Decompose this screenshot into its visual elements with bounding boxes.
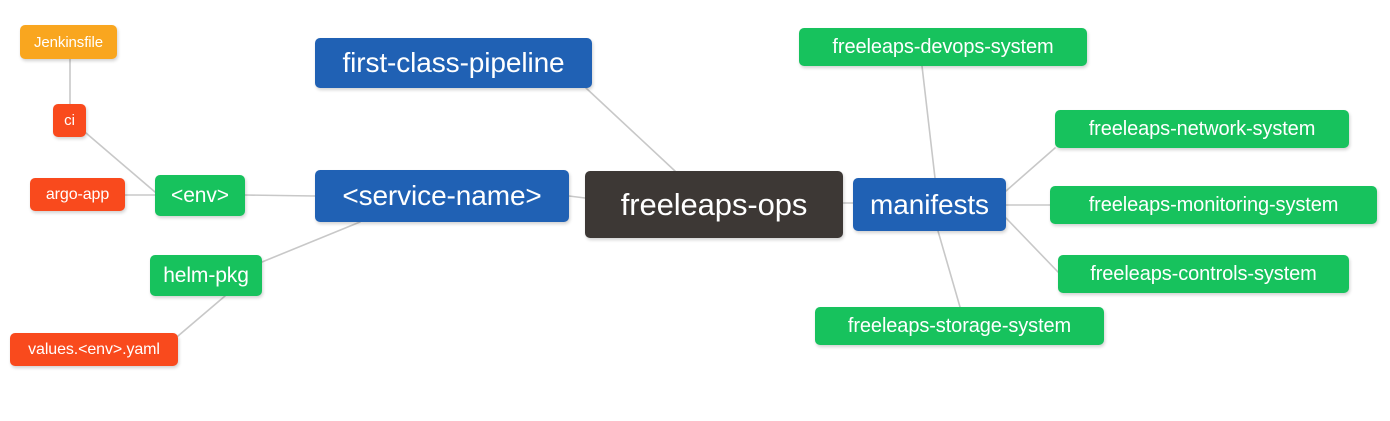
node-ci[interactable]: ci — [53, 104, 86, 137]
edge-values-env-yaml-to-helm-pkg — [177, 295, 226, 337]
node-monitoring-system[interactable]: freeleaps-monitoring-system — [1050, 186, 1377, 224]
node-manifests[interactable]: manifests — [853, 178, 1006, 231]
node-freeleaps-ops[interactable]: freeleaps-ops — [585, 171, 843, 238]
edge-env-to-service-name — [244, 194, 316, 197]
node-service-name[interactable]: <service-name> — [315, 170, 569, 222]
edge-manifests-to-network-system — [1005, 147, 1056, 192]
node-env[interactable]: <env> — [155, 175, 245, 216]
node-argo-app[interactable]: argo-app — [30, 178, 125, 211]
edge-helm-pkg-to-service-name — [261, 221, 361, 263]
edge-first-class-pipeline-to-freeleaps-ops — [585, 87, 676, 172]
edge-manifests-to-devops-system — [921, 65, 936, 179]
node-helm-pkg[interactable]: helm-pkg — [150, 255, 262, 296]
node-network-system[interactable]: freeleaps-network-system — [1055, 110, 1349, 148]
edge-manifests-to-storage-system — [937, 230, 961, 308]
node-devops-system[interactable]: freeleaps-devops-system — [799, 28, 1087, 66]
node-first-class-pipeline[interactable]: first-class-pipeline — [315, 38, 592, 88]
node-controls-system[interactable]: freeleaps-controls-system — [1058, 255, 1349, 293]
node-values-env-yaml[interactable]: values.<env>.yaml — [10, 333, 178, 366]
edge-manifests-to-controls-system — [1005, 217, 1059, 273]
node-jenkinsfile[interactable]: Jenkinsfile — [20, 25, 117, 59]
edge-service-name-to-freeleaps-ops — [568, 195, 586, 199]
node-storage-system[interactable]: freeleaps-storage-system — [815, 307, 1104, 345]
